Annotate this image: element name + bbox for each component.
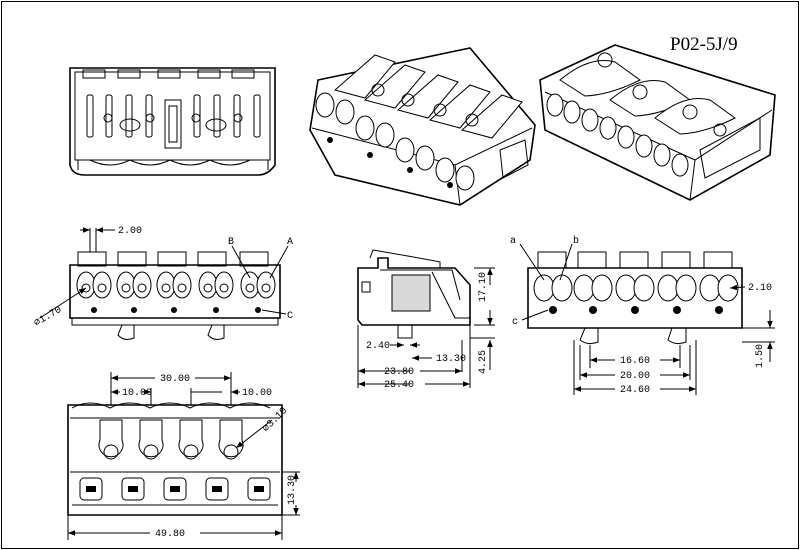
dim-pitch: 2.00 xyxy=(118,226,142,237)
dim-hole-dia-front: ⌀1.70 xyxy=(33,305,65,330)
dim-bottom-total: 30.00 xyxy=(160,374,190,385)
callout-rear-a: a xyxy=(510,236,516,247)
dim-bottom-right: 10.00 xyxy=(242,388,272,399)
dim-offset: 2.40 xyxy=(366,341,390,352)
dim-side-2: 23.80 xyxy=(384,367,414,378)
dim-side-4: 4.25 xyxy=(478,350,489,374)
callout-c: C xyxy=(287,311,293,322)
dim-height: 17.10 xyxy=(478,272,489,302)
rear-view xyxy=(519,243,775,395)
callout-a: A xyxy=(287,237,293,248)
callout-b: B xyxy=(228,237,234,248)
dim-side-3: 25.40 xyxy=(384,380,414,391)
side-view xyxy=(357,249,495,388)
dim-bottom-width: 49.80 xyxy=(155,529,185,540)
callout-rear-c: c xyxy=(512,317,518,328)
dim-rear-4: 1.50 xyxy=(755,344,766,368)
dim-rear-1: 16.60 xyxy=(620,356,650,367)
callout-rear-b: b xyxy=(573,235,579,247)
dim-bottom-depth: 13.30 xyxy=(287,475,298,505)
part-number: P02-5J/9 xyxy=(670,34,738,55)
dim-rear-3: 24.60 xyxy=(620,385,650,396)
iso-view-front xyxy=(309,47,536,206)
dim-bottom-left: 10.00 xyxy=(122,388,152,399)
top-view xyxy=(69,67,276,176)
dim-hole-dia-bottom: ⌀3.10 xyxy=(261,406,290,435)
dim-side-1: 13.30 xyxy=(436,354,466,365)
iso-view-rear xyxy=(539,44,776,201)
bottom-view xyxy=(67,372,300,540)
front-view xyxy=(39,227,289,340)
dim-hole-dia-rear: 2.10 xyxy=(748,283,772,294)
dim-rear-2: 20.00 xyxy=(620,371,650,382)
